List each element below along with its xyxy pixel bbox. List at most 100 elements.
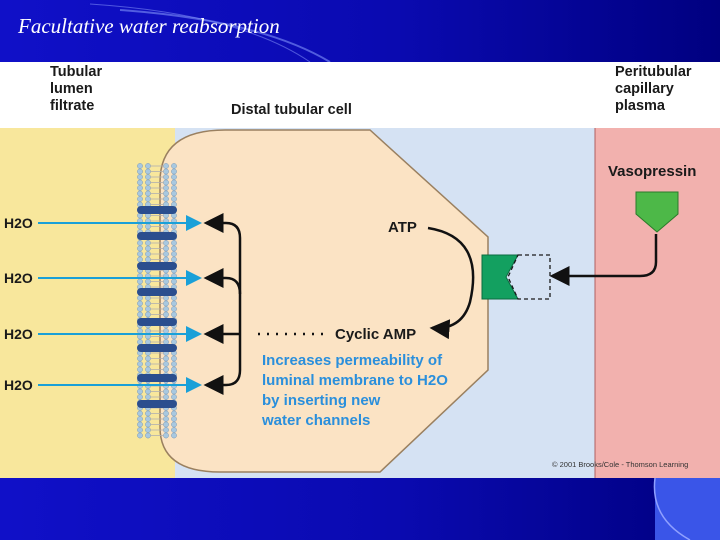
vasopressin-hormone xyxy=(635,191,679,233)
phospholipid-head xyxy=(163,421,169,428)
slide-title: Facultative water reabsorption xyxy=(18,14,280,38)
permeability-effect-text: Increases permeability of luminal membra… xyxy=(262,352,448,429)
phospholipid-head xyxy=(145,311,151,318)
phospholipid-head xyxy=(137,416,143,422)
copyright-notice: © 2001 Brooks/Cole - Thomson Learning xyxy=(552,460,689,469)
diagram-figure: Tubular lumen filtrate Distal tubular ce… xyxy=(0,62,720,478)
phospholipid-head xyxy=(171,339,177,345)
phospholipid-head xyxy=(137,168,143,175)
phospholipid-head xyxy=(163,388,169,395)
water-label: H2O xyxy=(4,215,33,231)
phospholipid-head xyxy=(137,179,143,186)
water-arrows xyxy=(38,215,202,393)
phospholipid-head xyxy=(137,251,143,257)
distal-tubular-cell xyxy=(159,129,489,473)
phospholipid-head xyxy=(163,185,169,191)
water-channel xyxy=(137,374,177,382)
water-label: H2O xyxy=(4,270,33,286)
plasma-label: Peritubular capillary plasma xyxy=(615,64,692,114)
phospholipid-head xyxy=(145,245,151,252)
phospholipid-head xyxy=(171,366,177,373)
water-channel xyxy=(137,262,177,270)
phospholipid-head xyxy=(171,163,177,169)
atp-label: ATP xyxy=(388,219,417,236)
phospholipid-head xyxy=(171,328,177,334)
water-channel xyxy=(137,232,177,240)
phospholipid-head xyxy=(163,394,169,400)
phospholipid-head xyxy=(171,185,177,191)
atp-to-camp-arrow xyxy=(427,226,475,340)
phospholipid-head xyxy=(137,361,143,367)
phospholipid-head xyxy=(145,394,151,400)
water-channel xyxy=(137,288,177,296)
phospholipid-head xyxy=(163,410,169,417)
phospholipid-head xyxy=(137,278,143,285)
lumen-label: Tubular lumen filtrate xyxy=(50,64,103,114)
phospholipid-head xyxy=(145,361,151,367)
phospholipid-head xyxy=(163,295,169,301)
phospholipid-head xyxy=(171,179,177,186)
phospholipid-head xyxy=(137,240,143,246)
phospholipid-head xyxy=(171,190,177,197)
phospholipid-head xyxy=(145,190,151,197)
phospholipid-head xyxy=(145,295,151,301)
phospholipid-head xyxy=(163,311,169,318)
phospholipid-head xyxy=(163,427,169,433)
phospholipid-head xyxy=(145,174,151,180)
phospholipid-head xyxy=(171,223,177,230)
vasopressin-label: Vasopressin xyxy=(608,163,697,180)
vasopressin-receptor xyxy=(481,254,519,300)
phospholipid-head xyxy=(163,355,169,362)
phospholipid-head xyxy=(137,196,143,202)
water-label: H2O xyxy=(4,377,33,393)
bottom-decoration xyxy=(653,478,720,540)
phospholipid-head xyxy=(145,355,151,362)
phospholipid-head xyxy=(171,300,177,307)
phospholipid-head xyxy=(163,432,169,439)
phospholipid-head xyxy=(137,300,143,307)
phospholipid-head xyxy=(171,311,177,318)
phospholipid-head xyxy=(137,295,143,301)
phospholipid-head xyxy=(163,256,169,263)
phospholipid-head xyxy=(163,300,169,307)
phospholipid-head xyxy=(137,328,143,334)
phospholipid-head xyxy=(145,251,151,257)
phospholipid-head xyxy=(171,245,177,252)
phospholipid-head xyxy=(163,251,169,257)
phospholipid-head xyxy=(163,174,169,180)
water-channels xyxy=(137,206,177,408)
phospholipid-head xyxy=(137,421,143,428)
phospholipid-head xyxy=(145,163,151,169)
phospholipid-head xyxy=(163,416,169,422)
signal-arrows xyxy=(203,213,658,395)
phospholipid-head xyxy=(171,256,177,263)
cyclic-amp-label: Cyclic AMP xyxy=(335,326,417,343)
phospholipid-head xyxy=(163,339,169,345)
phospholipid-head xyxy=(145,432,151,439)
phospholipid-head xyxy=(171,295,177,301)
phospholipid-head xyxy=(171,355,177,362)
phospholipid-head xyxy=(145,421,151,428)
phospholipid-head xyxy=(171,251,177,257)
phospholipid-head xyxy=(145,223,151,230)
phospholipid-head xyxy=(171,240,177,246)
channel-insertion-arrows xyxy=(203,213,242,334)
cell-label: Distal tubular cell xyxy=(231,102,352,118)
phospholipid-head xyxy=(137,311,143,318)
phospholipid-head xyxy=(171,306,177,312)
phospholipid-head xyxy=(137,427,143,433)
phospholipid-head xyxy=(145,185,151,191)
phospholipid-head xyxy=(145,427,151,433)
phospholipid-head xyxy=(171,394,177,400)
phospholipid-head xyxy=(171,432,177,439)
water-channel xyxy=(137,400,177,408)
phospholipid-head xyxy=(145,256,151,263)
phospholipid-head xyxy=(137,410,143,417)
phospholipid-head xyxy=(171,416,177,422)
phospholipid-head xyxy=(137,394,143,400)
phospholipid-head xyxy=(145,196,151,202)
plasma-region xyxy=(595,128,720,478)
phospholipid-head xyxy=(171,278,177,285)
phospholipid-head xyxy=(145,278,151,285)
phospholipid-head xyxy=(145,328,151,334)
